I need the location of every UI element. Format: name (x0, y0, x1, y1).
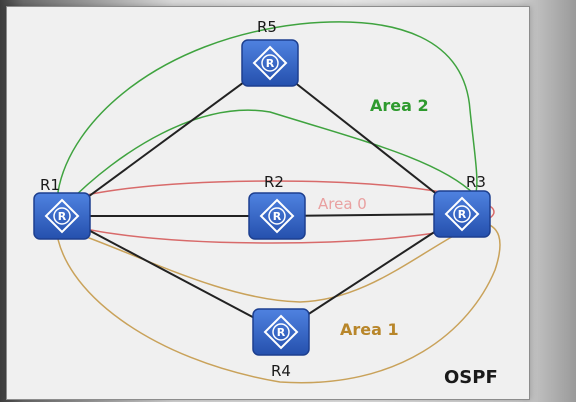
router-icon (241, 39, 299, 87)
area-2-label: Area 2 (370, 96, 429, 115)
protocol-label: OSPF (444, 367, 498, 388)
router-diamond-icon (444, 196, 480, 232)
router-r2: R R2 (248, 173, 306, 240)
area-1-outline (55, 221, 501, 384)
router-diamond-icon (259, 198, 295, 234)
router-r4: R R4 (252, 308, 310, 380)
router-circle-icon (268, 207, 286, 225)
link-r1-r4 (61, 215, 282, 333)
router-circle-icon (272, 323, 290, 341)
router-icon (248, 192, 306, 240)
router-diamond-icon (252, 45, 288, 81)
router-label-r4: R4 (271, 362, 291, 380)
router-diamond-icon (44, 198, 80, 234)
area-1-label: Area 1 (340, 320, 399, 339)
router-r3: R R3 (433, 173, 491, 238)
router-circle-icon (453, 205, 471, 223)
router-r5: R R5 (241, 18, 299, 87)
router-glyph: R (273, 210, 282, 223)
router-glyph: R (458, 208, 467, 221)
router-label-r5: R5 (257, 18, 277, 36)
router-icon (433, 190, 491, 238)
router-label-r1: R1 (40, 176, 60, 194)
router-glyph: R (58, 210, 67, 223)
router-icon (33, 192, 91, 240)
router-glyph: R (277, 326, 286, 339)
router-circle-icon (53, 207, 71, 225)
link-r4-r3 (280, 213, 463, 333)
router-circle-icon (261, 54, 279, 72)
router-label-r2: R2 (264, 173, 284, 191)
area-0-label: Area 0 (318, 195, 367, 213)
router-icon (252, 308, 310, 356)
link-r2-r3 (276, 213, 463, 217)
link-r1-r5 (61, 62, 271, 217)
router-glyph: R (266, 57, 275, 70)
link-r5-r3 (269, 62, 463, 215)
router-label-r3: R3 (466, 173, 486, 191)
area-2-outline (57, 21, 478, 207)
router-r1: R R1 (33, 176, 91, 240)
router-diamond-icon (263, 314, 299, 350)
